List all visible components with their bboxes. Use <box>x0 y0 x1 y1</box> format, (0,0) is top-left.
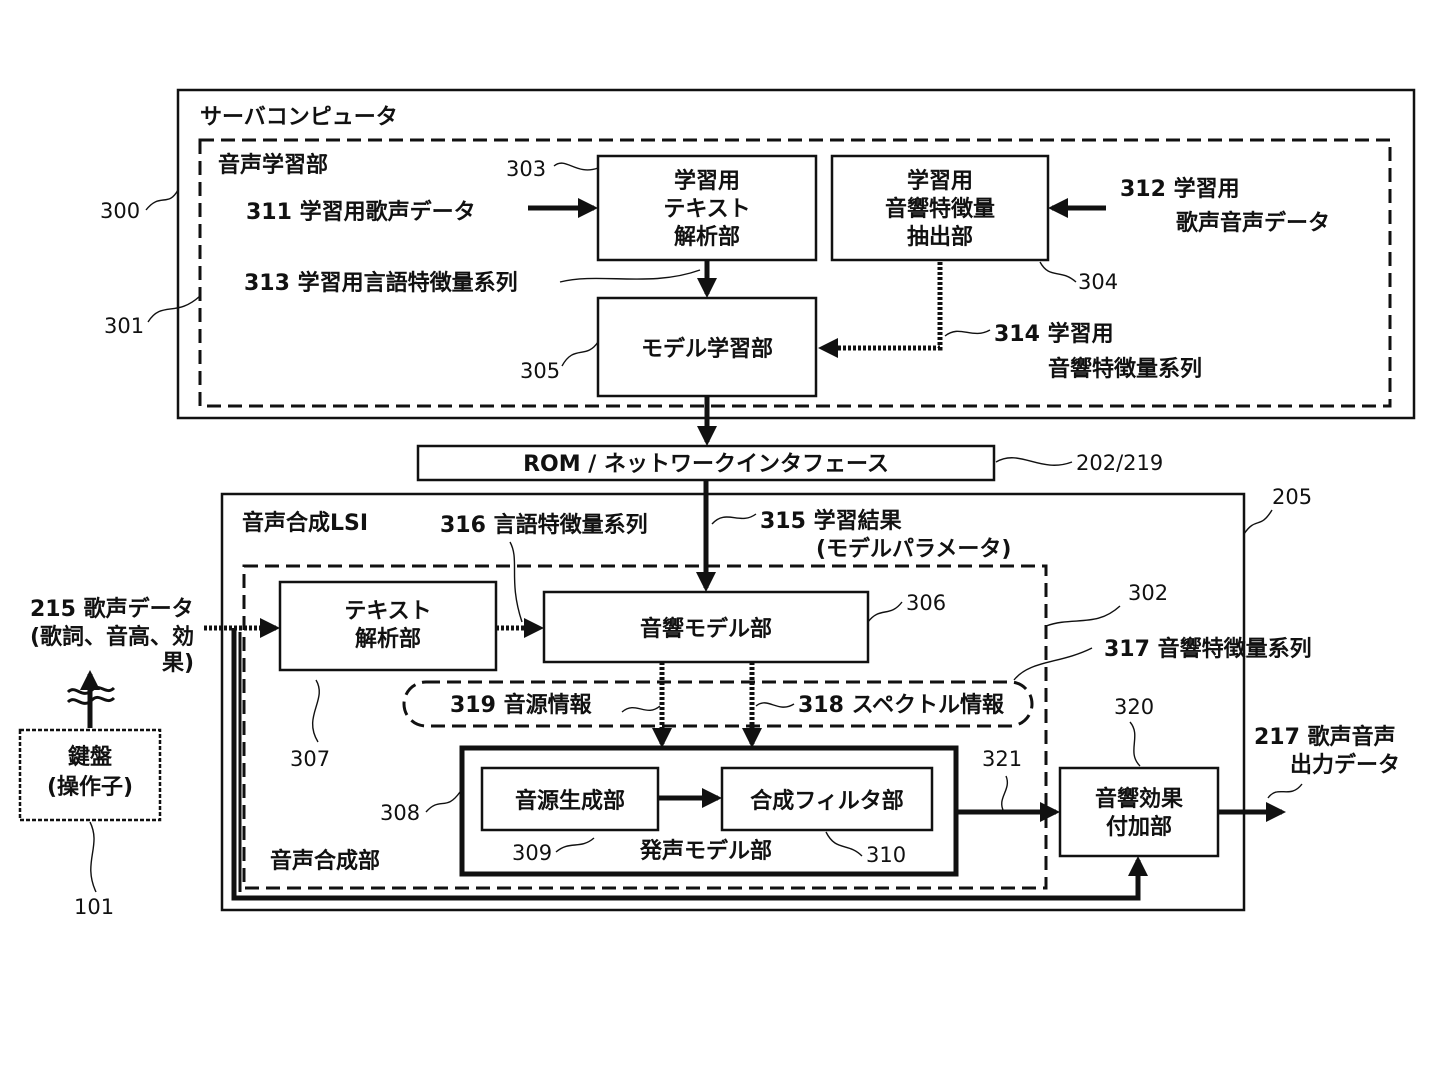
keyboard-line2: (操作子) <box>47 775 133 800</box>
label-217-line2: 出力データ <box>1290 752 1400 778</box>
ref-307: 307 <box>290 747 330 771</box>
learning-text-analysis-box <box>596 154 818 262</box>
ref-205: 205 <box>1272 485 1312 509</box>
voice-synthesis-label: 音声合成部 <box>270 848 380 874</box>
learning-text-analysis-line1: 学習用 <box>674 168 740 194</box>
model-learning-label: モデル学習部 <box>641 336 773 362</box>
ref-304: 304 <box>1078 270 1118 294</box>
ref-320: 320 <box>1114 695 1154 719</box>
break-mark-2 <box>66 695 116 705</box>
ref-303: 303 <box>506 157 546 181</box>
synthesis-filter-box <box>720 766 934 832</box>
synthesis-lsi-label: 音声合成LSI <box>242 510 368 536</box>
ref-202-219: 202/219 <box>1076 451 1163 475</box>
leader-202 <box>995 457 1073 466</box>
label-315-line2: (モデルパラメータ) <box>816 536 1011 562</box>
ref-101: 101 <box>74 895 114 919</box>
arrow-215-bypass-to-effect <box>231 628 1148 901</box>
ref-305: 305 <box>520 359 560 383</box>
ref-321: 321 <box>982 747 1022 771</box>
text-analysis-box <box>278 580 498 672</box>
leader-315 <box>711 513 757 525</box>
spectral-source-info-frame <box>402 680 1034 728</box>
label-314-line2: 音響特徴量系列 <box>1048 356 1202 382</box>
leader-313 <box>559 269 701 283</box>
acoustic-model-box <box>542 590 870 664</box>
ref-301: 301 <box>104 314 144 338</box>
arrow-304-to-305 <box>818 262 943 358</box>
label-312-line2: 歌声音声データ <box>1176 210 1330 236</box>
text-analysis-line1: テキスト <box>344 599 431 624</box>
leader-304 <box>1039 261 1077 283</box>
acoustic-model-label: 音響モデル部 <box>640 616 772 642</box>
keyboard-box <box>18 728 162 822</box>
label-315-line1: 315 学習結果 <box>760 508 902 534</box>
label-215-line1: 215 歌声データ <box>30 596 194 622</box>
ref-302: 302 <box>1128 581 1168 605</box>
label-311: 311 学習用歌声データ <box>246 199 476 225</box>
leader-302 <box>1045 605 1121 627</box>
leader-319 <box>621 705 661 713</box>
leader-101 <box>89 821 97 893</box>
rom-interface-label: ROM / ネットワークインタフェース <box>523 452 889 477</box>
leader-301 <box>147 295 201 323</box>
leader-317 <box>1013 647 1093 681</box>
label-313: 313 学習用言語特徴量系列 <box>244 270 518 296</box>
leader-306 <box>867 601 903 623</box>
model-learning-box <box>596 296 818 398</box>
leader-300 <box>145 189 179 211</box>
ref-310: 310 <box>866 843 906 867</box>
leader-307 <box>312 679 320 743</box>
acoustic-extract-line1: 学習用 <box>907 168 973 194</box>
label-215-line2: (歌詞、音高、効 <box>30 624 194 650</box>
label-215-line3: 果) <box>162 651 194 676</box>
effect-add-line2: 付加部 <box>1106 814 1172 840</box>
source-generation-label: 音源生成部 <box>515 788 625 814</box>
leader-308 <box>425 791 461 813</box>
acoustic-extract-line2: 音響特徴量 <box>885 196 995 222</box>
leader-205 <box>1243 509 1273 535</box>
leader-318 <box>755 702 795 708</box>
ref-308: 308 <box>380 801 420 825</box>
leader-303 <box>553 162 599 171</box>
label-316: 316 言語特徴量系列 <box>440 512 648 538</box>
effect-add-box <box>1058 766 1220 858</box>
label-312-line1: 312 学習用 <box>1120 176 1240 202</box>
effect-add-line1: 音響効果 <box>1095 786 1183 812</box>
leader-309 <box>555 837 595 853</box>
break-mark-1 <box>66 685 116 695</box>
acoustic-extract-line3: 抽出部 <box>907 224 973 250</box>
leader-310 <box>825 831 863 857</box>
label-217-line1: 217 歌声音声 <box>1254 724 1396 750</box>
leader-316 <box>509 541 523 623</box>
learning-text-analysis-line3: 解析部 <box>674 224 740 250</box>
rom-interface-box <box>416 444 996 482</box>
leader-314 <box>944 329 991 337</box>
ref-300: 300 <box>100 199 140 223</box>
ref-309: 309 <box>512 841 552 865</box>
label-314-line1: 314 学習用 <box>994 321 1114 347</box>
label-319: 319 音源情報 <box>450 692 593 718</box>
voice-learning-frame <box>198 138 1392 408</box>
keyboard-line1: 鍵盤 <box>68 744 113 770</box>
vocal-model-label: 発声モデル部 <box>639 838 772 864</box>
leader-321 <box>1001 775 1009 813</box>
ref-306: 306 <box>906 591 946 615</box>
label-318: 318 スペクトル情報 <box>798 692 1005 718</box>
server-computer-label: サーバコンピュータ <box>200 105 398 130</box>
leader-320 <box>1129 721 1141 767</box>
synthesis-filter-label: 合成フィルタ部 <box>750 788 904 814</box>
voice-learning-label: 音声学習部 <box>218 152 328 178</box>
label-317: 317 音響特徴量系列 <box>1104 636 1312 662</box>
learning-text-analysis-line2: テキスト <box>663 197 750 222</box>
leader-305 <box>561 341 599 367</box>
text-analysis-line2: 解析部 <box>355 626 421 652</box>
leader-217 <box>1267 783 1303 799</box>
voice-synthesis-frame <box>242 564 1048 890</box>
source-generation-box <box>480 766 660 832</box>
